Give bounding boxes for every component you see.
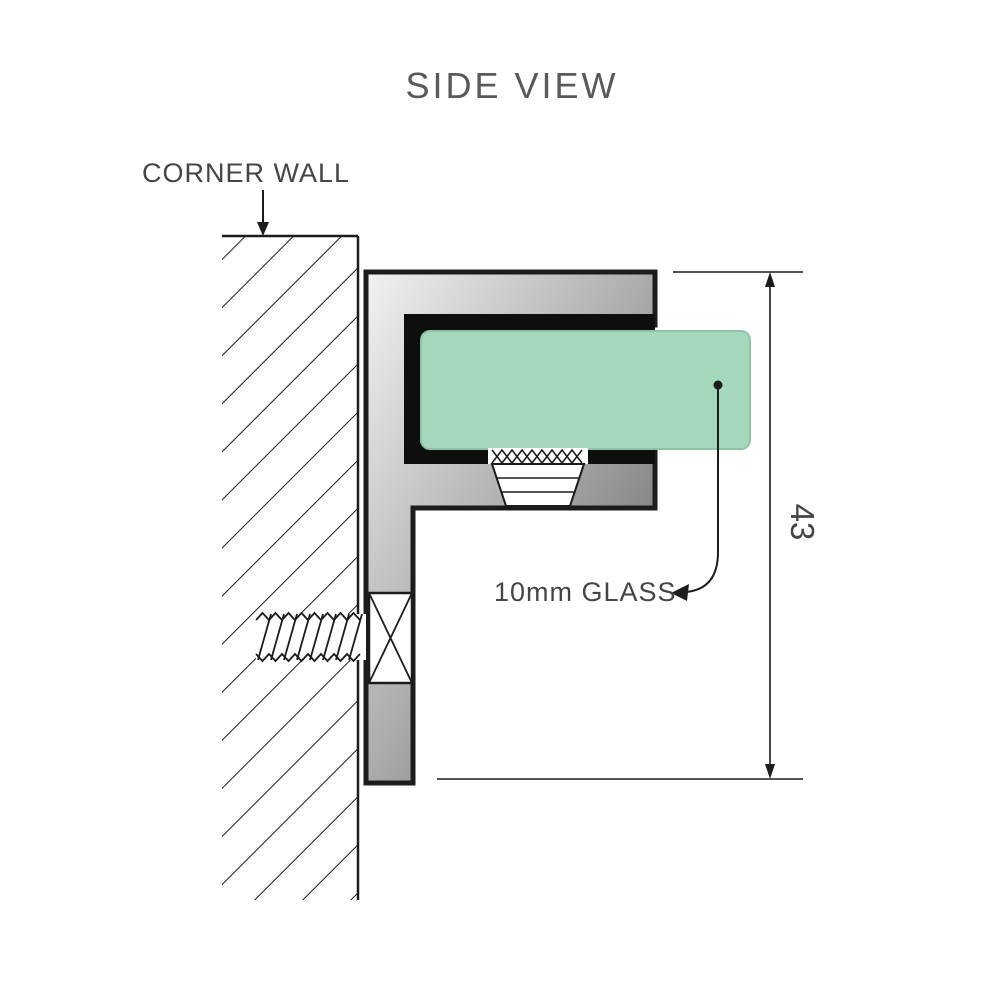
labels-layer: SIDE VIEW CORNER WALL 10mm GLASS 43 bbox=[142, 65, 821, 607]
screw-head-cross-line bbox=[368, 592, 413, 684]
grub-screw-body bbox=[490, 463, 586, 507]
glass-leader-line bbox=[685, 389, 719, 593]
screw-threads bbox=[255, 611, 363, 663]
screw-thread-top-edge bbox=[255, 611, 361, 622]
arrowheads-layer bbox=[257, 222, 775, 779]
screw-thread-bottom-edge bbox=[255, 652, 361, 663]
glass-leader-dot bbox=[713, 380, 723, 390]
linework-layer bbox=[222, 190, 803, 900]
dimension-arrowhead-bottom bbox=[765, 764, 775, 779]
dimension-value-label: 43 bbox=[784, 504, 821, 541]
wall-hatching bbox=[222, 236, 358, 900]
glass-leader-arrowhead bbox=[671, 584, 689, 601]
grub-screw-spring-zigzag-2 bbox=[491, 448, 583, 465]
dimension-43 bbox=[437, 271, 803, 780]
glass-label: 10mm GLASS bbox=[494, 577, 677, 607]
glass-panel bbox=[420, 330, 751, 450]
corner-wall-label: CORNER WALL bbox=[142, 158, 350, 188]
wall-screw bbox=[255, 591, 414, 685]
page-title: SIDE VIEW bbox=[405, 65, 618, 106]
grub-screw-detail bbox=[488, 448, 588, 507]
corner-wall-arrowhead bbox=[257, 222, 269, 236]
dimension-arrowhead-top bbox=[765, 272, 775, 287]
glass-panel-group bbox=[420, 330, 751, 450]
